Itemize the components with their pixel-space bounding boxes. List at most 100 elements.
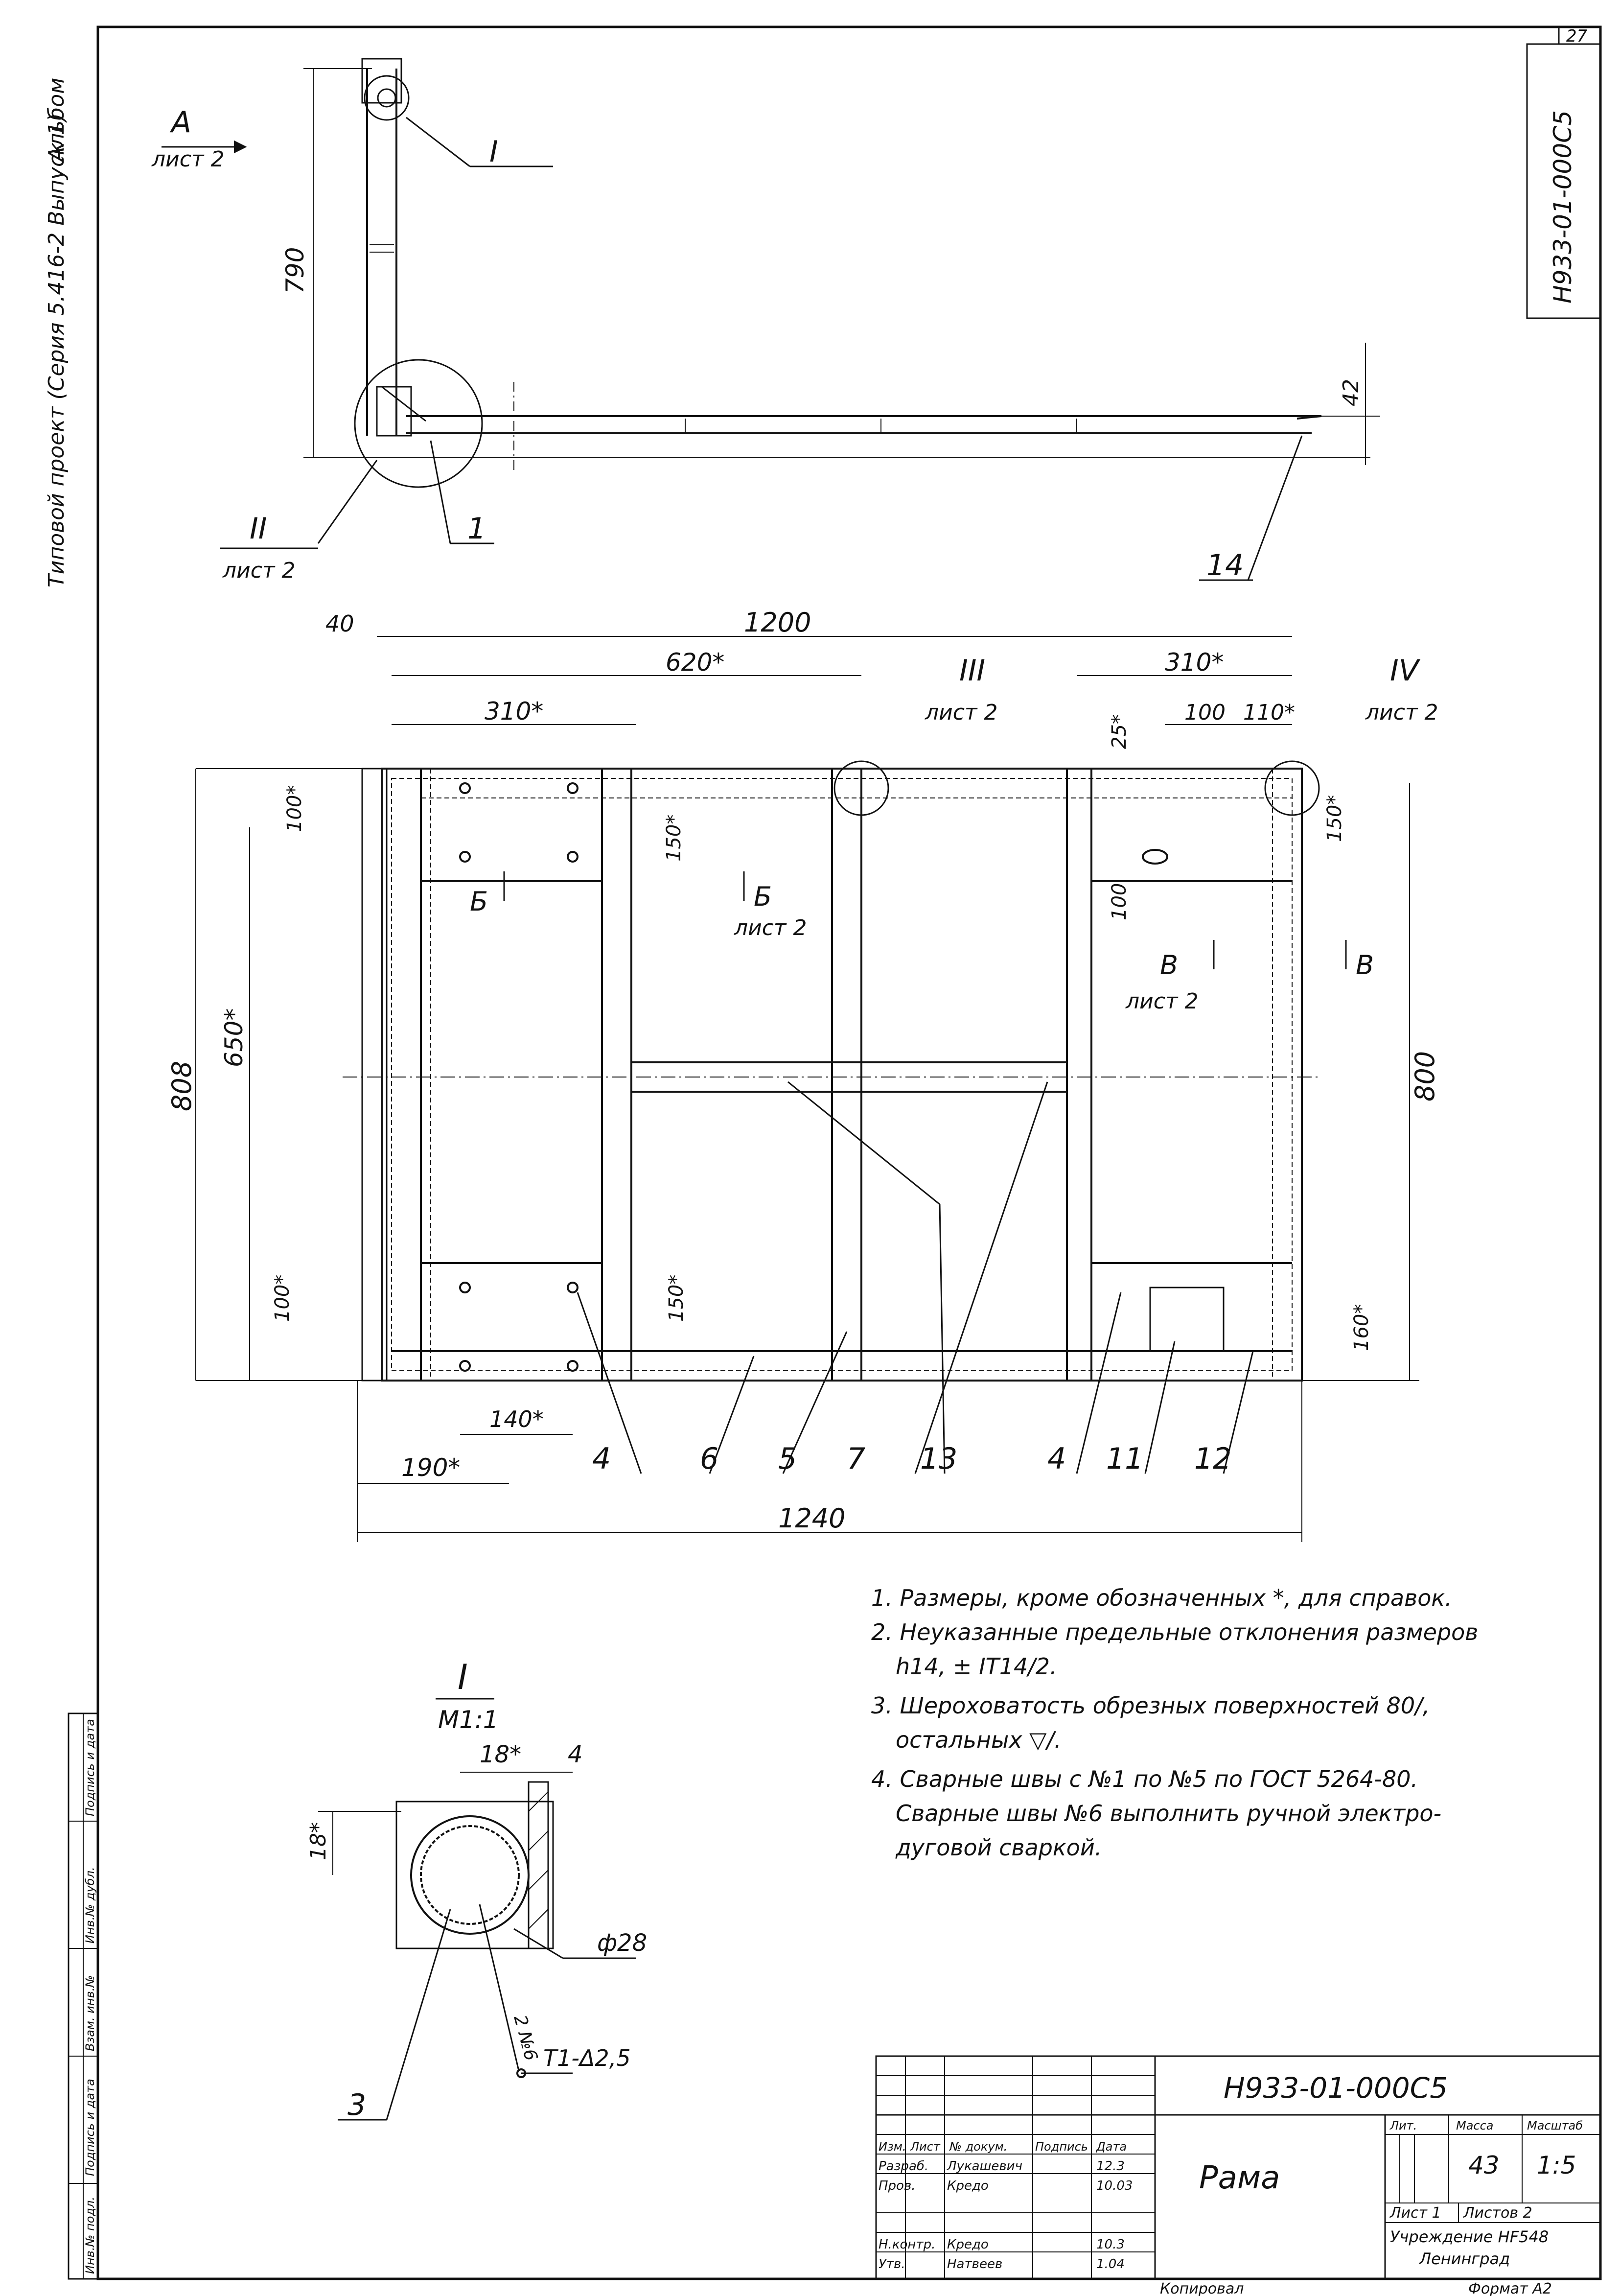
title-block [875,2055,1601,2280]
section-V-letter-right: В [1356,950,1374,981]
pos-13: 13 [920,1442,957,1476]
row-nkontr-date: 10.3 [1096,2237,1125,2252]
col-header-sign: Подпись [1035,2140,1088,2154]
doc-code-box [1526,43,1601,319]
pos-4-left: 4 [592,1442,611,1476]
dim-150-left-bottom: 150* [665,1275,688,1322]
col-header-date: Дата [1096,2140,1127,2154]
title-doc-code: Н933-01-000С5 [1224,2071,1448,2105]
dim-110: 110* [1243,700,1295,725]
stamp-text-3: Взам. инв.№ [83,1975,97,2051]
scale-label: Масштаб [1527,2119,1583,2132]
dim-140: 140* [489,1406,544,1432]
pos-11: 11 [1106,1442,1143,1476]
dim-310-left: 310* [485,697,543,726]
dim-42: 42 [1339,379,1364,406]
detail-dim-18-top: 18* [480,1741,521,1768]
pos-1: 1 [467,512,486,546]
pos-14: 14 [1206,548,1244,583]
callout-III-sheet: лист 2 [925,700,998,725]
pos-4-right: 4 [1047,1442,1066,1476]
stamp-text-4: Инв.№ дубл. [83,1867,97,1944]
row-utv-role: Утв. [879,2257,905,2272]
lit-label: Лит. [1389,2119,1417,2132]
detail-dim-18-left: 18* [306,1822,331,1860]
row-razrab-role: Разраб. [879,2159,928,2174]
dim-25: 25* [1108,714,1131,749]
col-header-list: Лист [910,2140,941,2154]
dim-190: 190* [401,1453,460,1482]
dim-100-left-top: 100* [283,785,306,832]
page-number: 27 [1566,26,1588,46]
note-2: 2. Неуказанные предельные отклонения раз… [871,1619,1478,1645]
dim-310-right: 310* [1165,648,1224,677]
note-4b: Сварные швы №6 выполнить ручной электро- [896,1800,1441,1827]
side-view-sheet: лист 2 [151,147,225,172]
stamp-text-5: Подпись и дата [83,1719,97,1816]
left-margin-project: Типовой проект (Серия 5.416-2 Выпуск 1) [44,113,69,587]
detail-I [318,1698,636,2121]
dim-100-right: 100 [1108,883,1131,920]
detail-pos-3: 3 [347,2088,366,2122]
section-B-letter-right: Б [754,881,772,912]
col-header-doc: № докум. [949,2140,1007,2154]
dim-650: 650* [220,1008,248,1067]
note-3: 3. Шероховатость обрезных поверхностей 8… [871,1692,1430,1719]
section-B-sheet: лист 2 [734,915,807,940]
row-utv-date: 1.04 [1096,2257,1125,2272]
dim-100-left-bottom: 100* [271,1275,294,1322]
side-view [162,58,1380,581]
org-line1: Учреждение НF548 [1390,2227,1549,2246]
dim-40: 40 [325,610,354,637]
pos-5: 5 [778,1442,797,1476]
pos-12: 12 [1194,1442,1231,1476]
left-stamp: Инв.№ подл. Подпись и дата Взам. инв.№ И… [68,1712,99,2280]
detail-I-label: I [458,1657,468,1697]
org-line2: Ленинград [1419,2249,1510,2268]
doc-code-vertical: Н933-01-000С5 [1549,110,1577,304]
row-nkontr-role: Н.контр. [879,2237,935,2252]
sheets-label: Листов 2 [1463,2204,1532,2222]
note-3b: остальных ▽/. [896,1727,1062,1753]
row-razrab-date: 12.3 [1096,2159,1125,2174]
dim-150-right-top: 150* [1323,795,1346,842]
detail-dim-4: 4 [568,1741,583,1768]
dim-160: 160* [1350,1304,1373,1351]
detail-dia: ф28 [597,1929,647,1957]
row-razrab-name: Лукашевич [947,2159,1022,2174]
callout-IV: IV [1390,654,1421,688]
dim-150-left-top: 150* [663,815,685,862]
row-prov-role: Пров. [879,2179,916,2193]
side-view-label: А [169,105,191,140]
plan-view [195,636,1419,1542]
stamp-text-1: Инв.№ подл. [83,2197,97,2274]
mass-label: Масса [1456,2119,1494,2132]
callout-II: II [250,512,267,546]
pos-7: 7 [847,1442,865,1476]
row-nkontr-name: Кредо [947,2237,989,2252]
detail-weld-num: 2 №6 [509,2013,541,2063]
row-utv-name: Натвеев [947,2257,1002,2272]
mass-value: 43 [1468,2151,1500,2179]
row-prov-name: Кредо [947,2179,989,2193]
notes: 1. Размеры, кроме обозначенных *, для сп… [871,1585,1478,1861]
sheet-label: Лист 1 [1389,2204,1441,2222]
row-prov-date: 10.03 [1096,2179,1133,2193]
callout-IV-sheet: лист 2 [1365,700,1438,725]
section-V-sheet: лист 2 [1125,989,1199,1014]
dim-800: 800 [1410,1051,1440,1101]
detail-weld-symbol: Т1-Δ2,5 [543,2045,631,2071]
detail-I-scale: М1:1 [438,1706,499,1734]
dim-1200: 1200 [744,607,811,638]
title-name: Рама [1199,2160,1280,2196]
callout-I: I [489,135,498,169]
callout-II-sheet: лист 2 [222,558,296,583]
note-4c: дуговой сваркой. [895,1834,1102,1861]
col-header-izm: Изм. [879,2140,906,2154]
scale-value: 1:5 [1537,2151,1576,2179]
section-V-letter-left: В [1160,950,1178,981]
left-margin-album: Альбом [44,78,69,163]
dim-620: 620* [666,648,724,677]
sheet-frame [96,25,1602,2280]
